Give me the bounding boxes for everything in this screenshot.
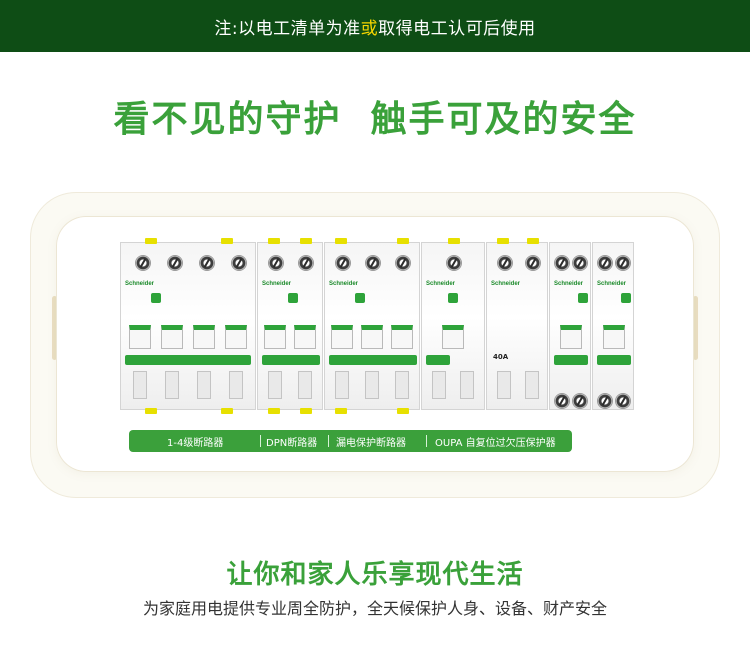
brand-logo: Schneider [329,281,359,287]
label-separator [426,435,427,447]
breaker-module-oupa: Schneider 40A [486,238,548,410]
frame-right-accent [693,296,698,360]
top-notice-banner: 注:以电工清单为准或取得电工认可后使用 [0,0,750,52]
brand-logo: Schneider [125,281,155,287]
brand-logo: Schneider [597,281,627,287]
label-separator [328,435,329,447]
brand-logo: Schneider [554,281,584,287]
breaker-module-rcd: Schneider [324,238,420,414]
leaf-icon [448,293,458,303]
breaker-module-1p-b: Schneider [592,242,634,410]
description-text: 为家庭用电提供专业周全防护，全天候保护人身、设备、财产安全 [142,599,607,618]
leaf-icon [578,293,588,303]
breaker-product-image: Schneider Schneider Schneider Schneider [120,238,634,414]
label-oupa: OUPA 自复位过欠压保护器 [435,438,556,449]
main-headline: 看不见的守护 触手可及的安全 [113,99,637,140]
leaf-icon [288,293,298,303]
frame-left-accent [52,296,57,360]
leaf-icon [621,293,631,303]
breaker-module-dpn: Schneider [257,238,323,414]
brand-logo: Schneider [262,281,292,287]
breaker-module-1p-a: Schneider [549,242,591,410]
notice-prefix: 注:以电工清单为准 [214,18,361,39]
breaker-module-test: Schneider [421,238,485,410]
product-label-bar: 1-4级断路器 DPN断路器 漏电保护断路器 OUPA 自复位过欠压保护器 [129,430,572,452]
label-dpn: DPN断路器 [266,438,318,449]
label-1-4-pole: 1-4级断路器 [167,438,224,449]
leaf-icon [355,293,365,303]
notice-highlight: 或 [360,18,379,39]
rating-label: 40A [493,353,509,361]
notice-suffix: 取得电工认可后使用 [378,18,536,39]
leaf-icon [151,293,161,303]
brand-logo: Schneider [426,281,456,287]
brand-logo: Schneider [491,281,521,287]
label-rcd: 漏电保护断路器 [336,438,406,449]
sub-headline: 让你和家人乐享现代生活 [226,560,524,590]
breaker-module-4p: Schneider [120,238,256,414]
label-separator [260,435,261,447]
